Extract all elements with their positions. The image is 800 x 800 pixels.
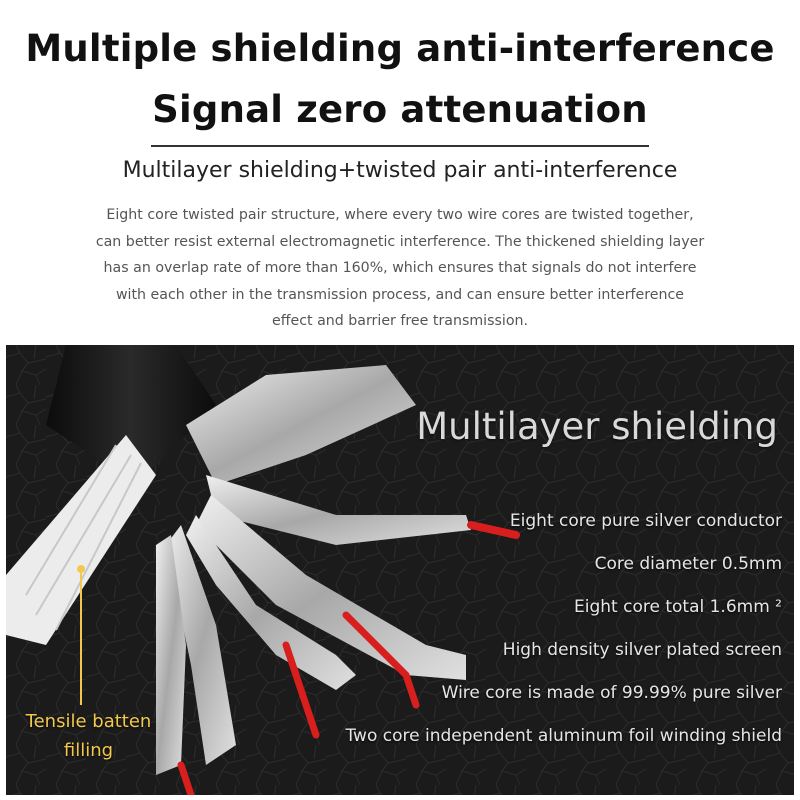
foil-strand — [186, 515, 356, 690]
callout-line — [80, 570, 82, 705]
foil-strand — [196, 495, 466, 680]
spec-item: Core diameter 0.5mm — [594, 554, 782, 574]
description-line: has an overlap rate of more than 160%, w… — [103, 260, 697, 276]
spec-list: Eight core pure silver conductor Core di… — [345, 500, 782, 758]
spec-item: Eight core pure silver conductor — [509, 511, 782, 531]
spec-item: High density silver plated screen — [502, 640, 782, 660]
red-wire — [177, 761, 195, 795]
spec-item: Eight core total 1.6mm ² — [574, 597, 782, 617]
batten-callout-line: Tensile batten — [25, 711, 152, 732]
red-wire — [467, 521, 520, 539]
shielding-heading: Multilayer shielding — [416, 405, 778, 448]
cable-illustration — [6, 345, 794, 795]
description-line: effect and barrier free transmission. — [271, 313, 529, 329]
spec-item: Two core independent aluminum foil windi… — [345, 726, 782, 746]
header-section: Multiple shielding anti-interference Sig… — [0, 0, 800, 345]
foil-strand — [166, 525, 236, 765]
headline-line-2: Signal zero attenuation — [152, 88, 648, 131]
foil-strand — [206, 475, 471, 545]
batten-callout-line: filling — [63, 740, 114, 761]
headline-line-1: Multiple shielding anti-interference — [25, 27, 775, 70]
red-wire — [342, 611, 420, 709]
foil-strand — [186, 365, 416, 485]
subheading: Multilayer shielding+twisted pair anti-i… — [122, 158, 678, 183]
description: Eight core twisted pair structure, where… — [70, 202, 730, 335]
cable-jacket — [46, 345, 216, 485]
filler-texture — [25, 444, 142, 631]
headline-divider — [151, 145, 649, 147]
description-line: Eight core twisted pair structure, where… — [106, 207, 694, 223]
description-line: can better resist external electromagnet… — [95, 233, 705, 250]
red-wire — [282, 641, 320, 739]
spec-item: Wire core is made of 99.99% pure silver — [441, 683, 782, 703]
callout-dot — [77, 565, 85, 573]
batten-callout: Tensile batten filling — [6, 707, 171, 765]
foil-strand — [156, 535, 186, 775]
cable-photo: Multilayer shielding Eight core pure sil… — [6, 345, 794, 795]
description-line: with each other in the transmission proc… — [115, 286, 685, 303]
